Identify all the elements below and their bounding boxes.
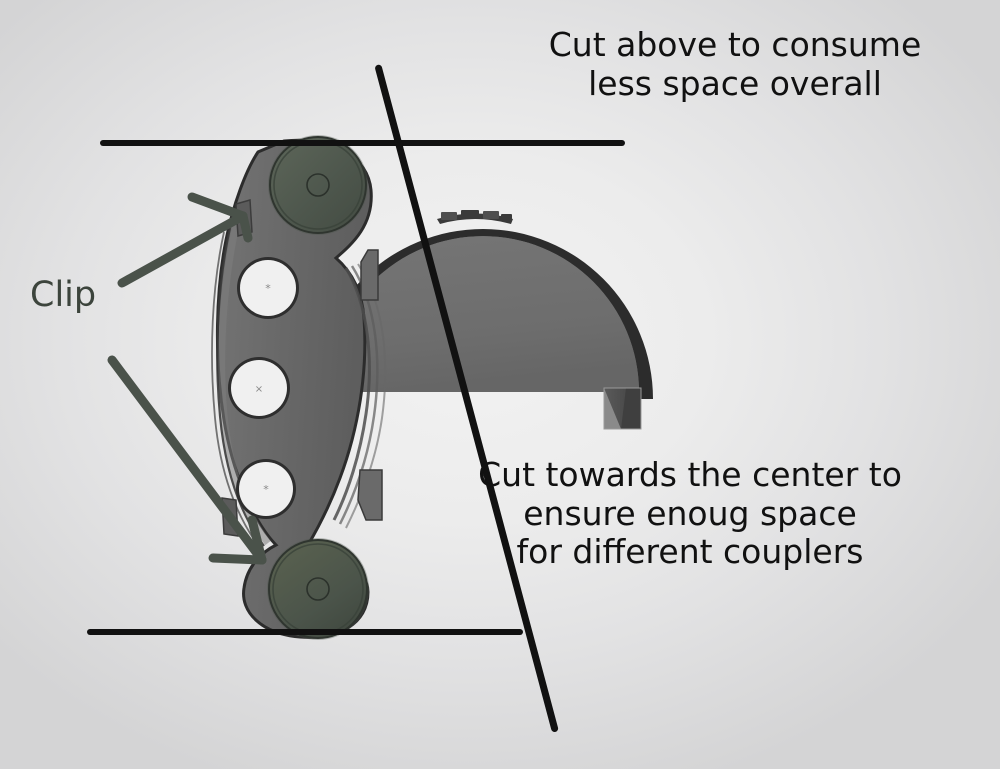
disc-hub-top: [306, 173, 330, 197]
coupler-dome: [313, 210, 653, 430]
diagonal-cut-line: [375, 64, 559, 732]
lower-clip-arrow: [107, 355, 267, 565]
top-annotation-text: Cut above to consume less space overall: [548, 25, 922, 103]
svg-text:×: ×: [255, 384, 263, 395]
clip-label: Clip: [30, 275, 97, 315]
upper-clip-arrow: [117, 192, 253, 288]
clip-disc-bottom: [267, 538, 369, 640]
dome-cap: [437, 210, 513, 224]
dome-body-fill: [327, 236, 639, 392]
clip-disc-top: [268, 135, 368, 235]
disc-hub-bottom: [306, 577, 330, 601]
clip-edge-line-1: [216, 227, 265, 547]
dome-tab: [603, 387, 642, 430]
clip-inner-arc-1: [332, 267, 371, 521]
clip-hole-1: *: [237, 257, 299, 319]
bottom-annotation-text: Cut towards the center to ensure enoug s…: [478, 455, 902, 572]
clip-inner-arc-2: [338, 265, 379, 525]
svg-text:*: *: [263, 483, 269, 496]
clip-hole-2: ×: [228, 357, 290, 419]
clip-hole-3: *: [236, 459, 296, 519]
clip-edge-line-2: [211, 231, 261, 549]
clip-notch-upper: [360, 249, 379, 301]
svg-text:*: *: [265, 282, 271, 295]
clip-holes: * × *: [228, 257, 299, 519]
clip-notch-lower: [357, 469, 383, 521]
